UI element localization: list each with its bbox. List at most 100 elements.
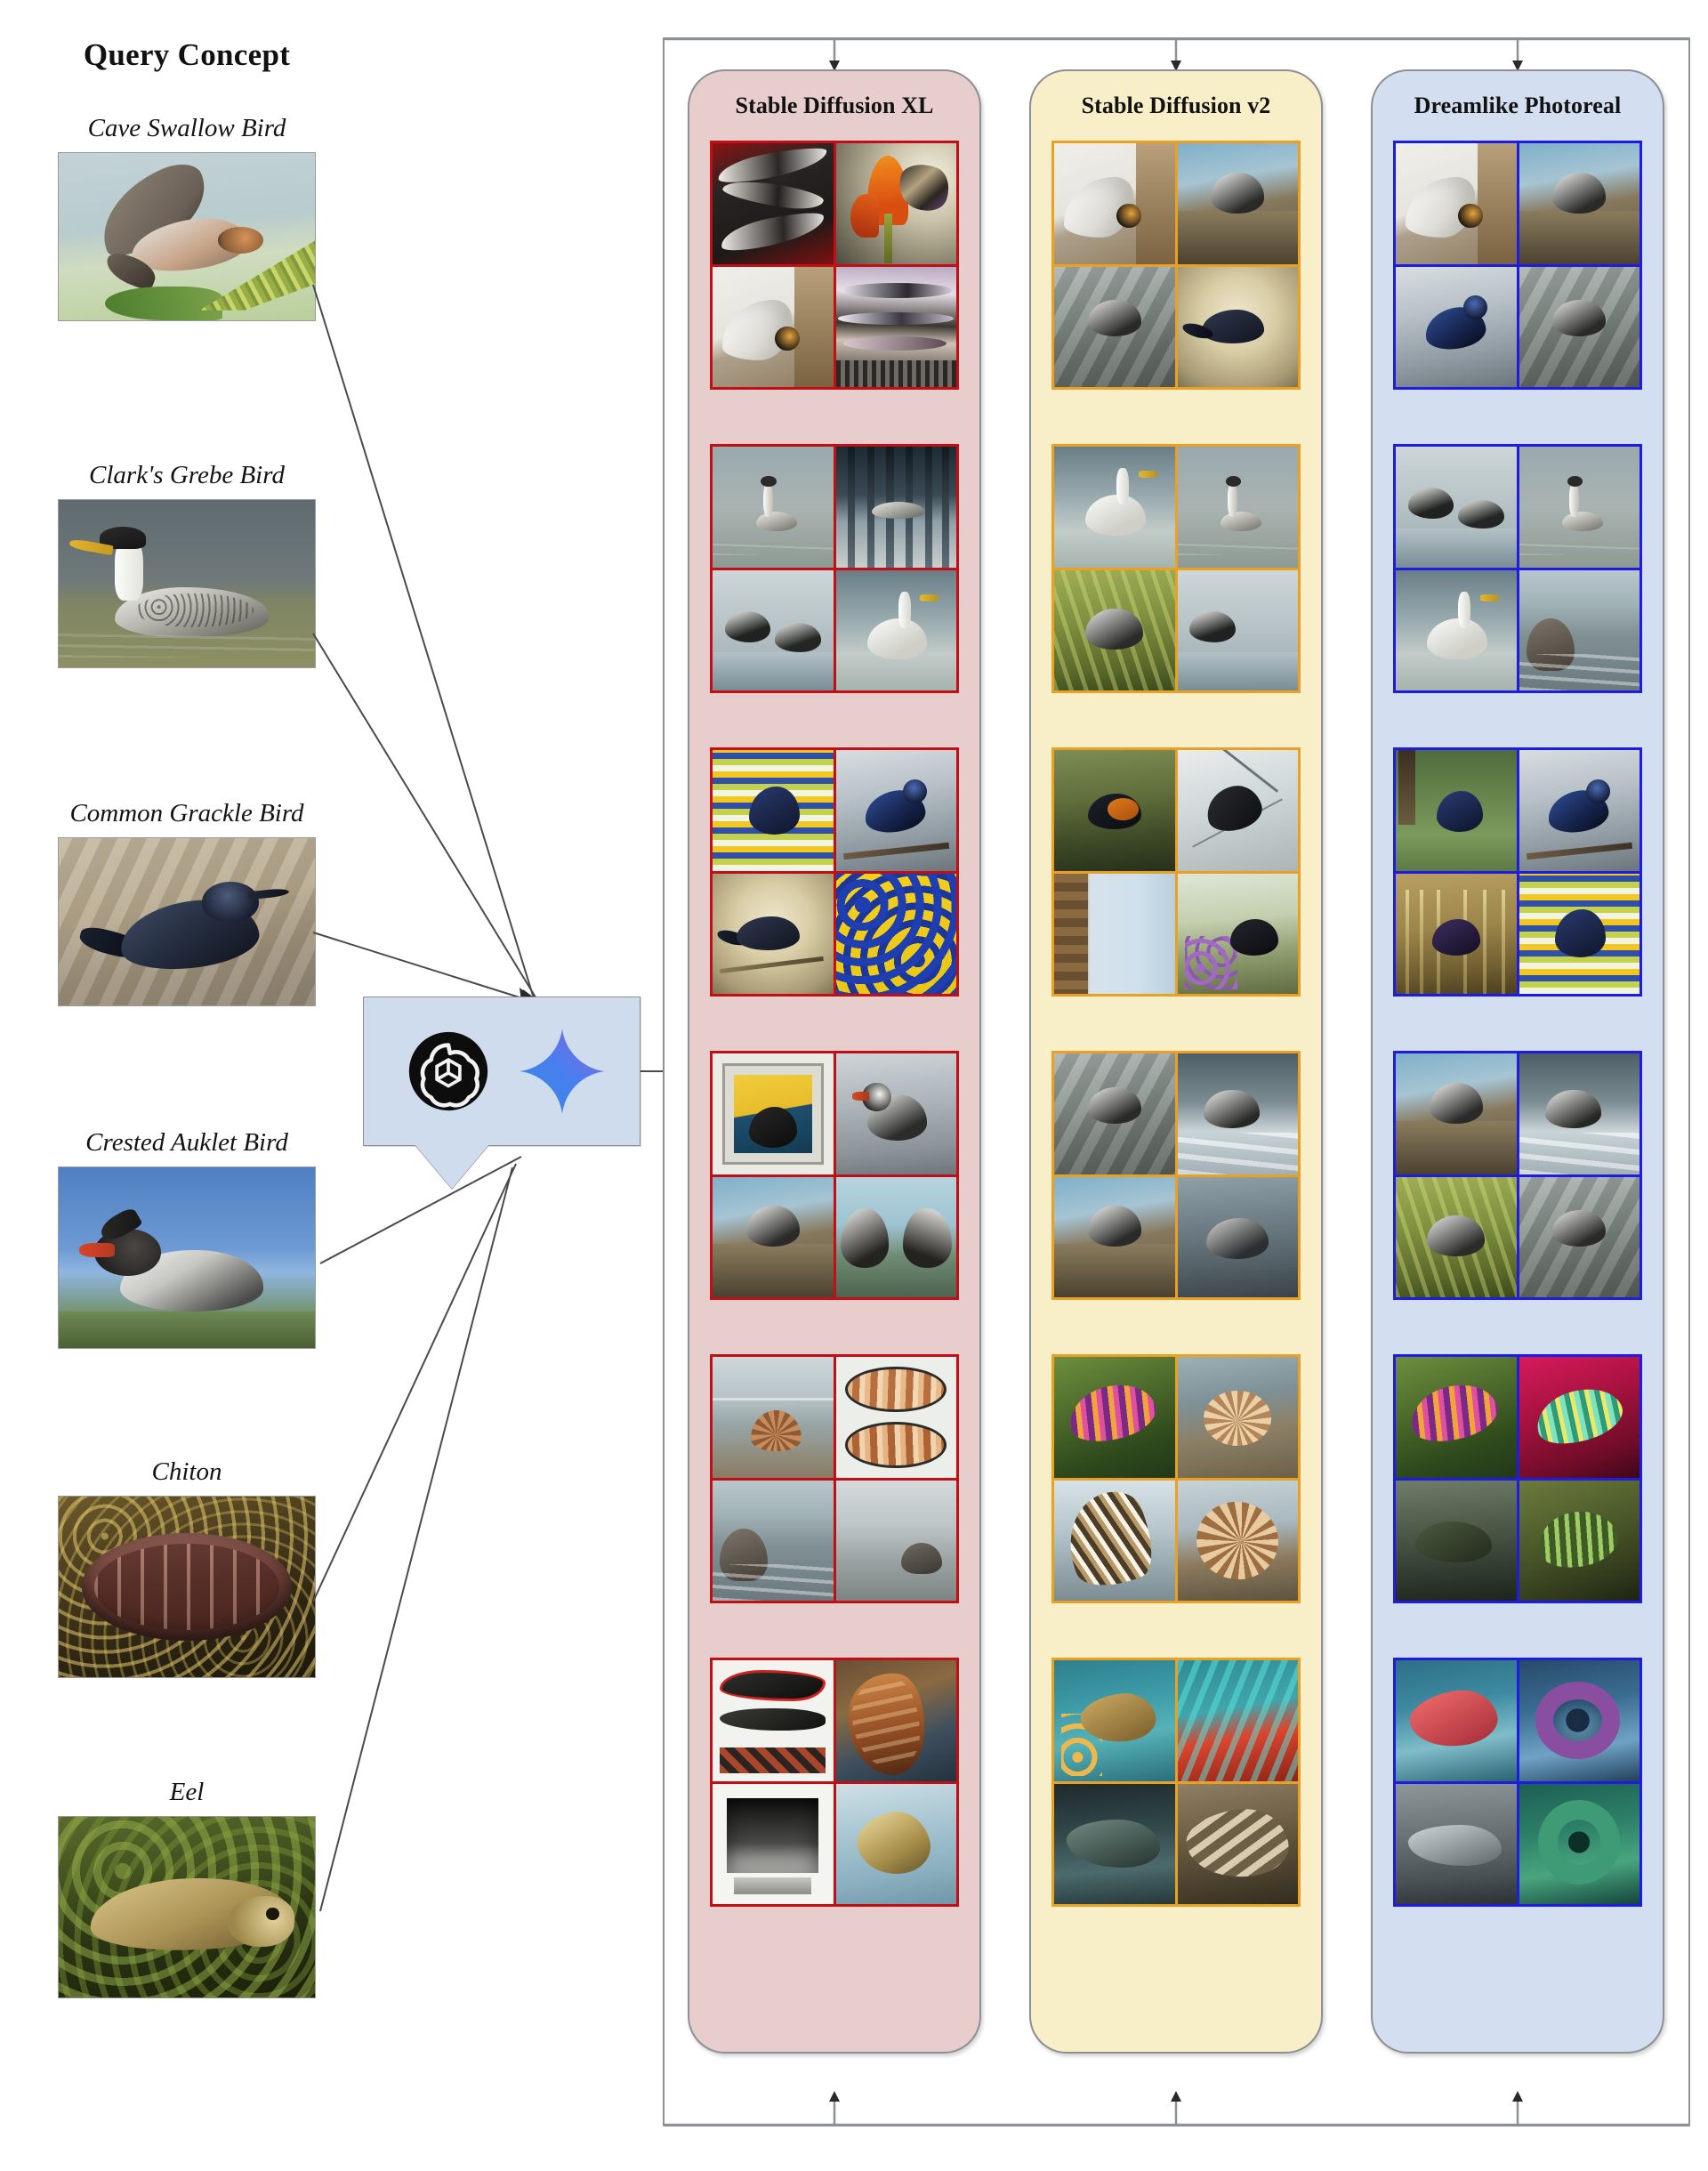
image-grid-cave-swallow[interactable] bbox=[1051, 141, 1301, 390]
generated-image-cell[interactable] bbox=[1177, 1053, 1298, 1174]
generated-image-cell[interactable] bbox=[713, 1357, 834, 1478]
generated-image-cell[interactable] bbox=[1519, 266, 1640, 387]
generated-image-cell[interactable] bbox=[713, 1053, 834, 1174]
image-grid-cave-swallow[interactable] bbox=[710, 141, 959, 390]
generated-image-cell[interactable] bbox=[713, 1783, 834, 1904]
generated-image-cell[interactable] bbox=[1396, 266, 1517, 387]
generated-image-cell[interactable] bbox=[713, 569, 834, 690]
generated-image-cell[interactable] bbox=[713, 447, 834, 568]
image-grid-common-grackle[interactable] bbox=[1393, 747, 1642, 997]
generated-image-cell[interactable] bbox=[1177, 873, 1298, 994]
generated-image-cell[interactable] bbox=[713, 750, 834, 871]
generated-image-cell[interactable] bbox=[1396, 1053, 1517, 1174]
generated-image-cell[interactable] bbox=[1519, 1053, 1640, 1174]
generated-image-cell[interactable] bbox=[1054, 1176, 1175, 1297]
generated-image-cell[interactable] bbox=[1054, 1053, 1175, 1174]
generated-image-cell[interactable] bbox=[835, 143, 956, 264]
generated-image-cell[interactable] bbox=[835, 266, 956, 387]
generated-image-cell[interactable] bbox=[1054, 447, 1175, 568]
generated-image-cell[interactable] bbox=[1396, 143, 1517, 264]
generated-image-cell[interactable] bbox=[1396, 447, 1517, 568]
generated-image-cell[interactable] bbox=[1396, 873, 1517, 994]
generated-image-cell[interactable] bbox=[1519, 750, 1640, 871]
image-grid-chiton[interactable] bbox=[1393, 1354, 1642, 1603]
generated-image-cell[interactable] bbox=[835, 1480, 956, 1601]
query-item-chiton: Chiton bbox=[0, 1457, 374, 1678]
generated-image-cell[interactable] bbox=[1054, 1783, 1175, 1904]
model-panel-stable-diffusion-xl[interactable]: Stable Diffusion XL bbox=[688, 69, 981, 2054]
generated-image-cell[interactable] bbox=[1177, 1176, 1298, 1297]
llm-bubble-tail bbox=[415, 1144, 489, 1189]
generated-image-cell[interactable] bbox=[1054, 1357, 1175, 1478]
generated-image-cell[interactable] bbox=[1519, 143, 1640, 264]
generated-image-cell[interactable] bbox=[1054, 750, 1175, 871]
generated-image-cell[interactable] bbox=[713, 1660, 834, 1781]
image-grid-chiton[interactable] bbox=[1051, 1354, 1301, 1603]
panel-image-grids bbox=[1031, 128, 1321, 2052]
llm-node[interactable] bbox=[363, 997, 640, 1189]
generated-image-cell[interactable] bbox=[713, 266, 834, 387]
generated-image-cell[interactable] bbox=[1054, 1660, 1175, 1781]
model-panel-dreamlike-photoreal[interactable]: Dreamlike Photoreal bbox=[1371, 69, 1664, 2054]
generated-image-cell[interactable] bbox=[1054, 143, 1175, 264]
generated-image-cell[interactable] bbox=[713, 1480, 834, 1601]
generated-image-cell[interactable] bbox=[835, 569, 956, 690]
image-grid-eel[interactable] bbox=[1393, 1658, 1642, 1907]
generated-image-cell[interactable] bbox=[1177, 143, 1298, 264]
generated-image-cell[interactable] bbox=[713, 143, 834, 264]
generated-image-cell[interactable] bbox=[835, 1660, 956, 1781]
image-grid-common-grackle[interactable] bbox=[1051, 747, 1301, 997]
models-bracket-frame bbox=[663, 37, 1690, 2127]
generated-image-cell[interactable] bbox=[1177, 569, 1298, 690]
image-grid-eel[interactable] bbox=[1051, 1658, 1301, 1907]
generated-image-cell[interactable] bbox=[1054, 1480, 1175, 1601]
query-item-clarks-grebe: Clark's Grebe Bird bbox=[0, 461, 374, 668]
generated-image-cell[interactable] bbox=[835, 1053, 956, 1174]
generated-image-cell[interactable] bbox=[1396, 1480, 1517, 1601]
generated-image-cell[interactable] bbox=[835, 1783, 956, 1904]
generated-image-cell[interactable] bbox=[1396, 750, 1517, 871]
generated-image-cell[interactable] bbox=[1519, 873, 1640, 994]
generated-image-cell[interactable] bbox=[1177, 750, 1298, 871]
generated-image-cell[interactable] bbox=[1054, 873, 1175, 994]
generated-image-cell[interactable] bbox=[1177, 1660, 1298, 1781]
image-grid-crested-auklet[interactable] bbox=[710, 1051, 959, 1300]
generated-image-cell[interactable] bbox=[713, 1176, 834, 1297]
generated-image-cell[interactable] bbox=[1054, 569, 1175, 690]
image-grid-chiton[interactable] bbox=[710, 1354, 959, 1603]
generated-image-cell[interactable] bbox=[1054, 266, 1175, 387]
generated-image-cell[interactable] bbox=[1519, 1660, 1640, 1781]
image-grid-crested-auklet[interactable] bbox=[1051, 1051, 1301, 1300]
generated-image-cell[interactable] bbox=[835, 1176, 956, 1297]
generated-image-cell[interactable] bbox=[1396, 569, 1517, 690]
panel-title-dreamlike-photoreal: Dreamlike Photoreal bbox=[1414, 93, 1622, 118]
generated-image-cell[interactable] bbox=[1519, 1357, 1640, 1478]
image-grid-eel[interactable] bbox=[710, 1658, 959, 1907]
image-grid-crested-auklet[interactable] bbox=[1393, 1051, 1642, 1300]
generated-image-cell[interactable] bbox=[1177, 447, 1298, 568]
generated-image-cell[interactable] bbox=[1396, 1660, 1517, 1781]
generated-image-cell[interactable] bbox=[835, 1357, 956, 1478]
image-grid-clarks-grebe[interactable] bbox=[1051, 444, 1301, 693]
image-grid-cave-swallow[interactable] bbox=[1393, 141, 1642, 390]
generated-image-cell[interactable] bbox=[1519, 1176, 1640, 1297]
image-grid-clarks-grebe[interactable] bbox=[1393, 444, 1642, 693]
generated-image-cell[interactable] bbox=[1396, 1357, 1517, 1478]
generated-image-cell[interactable] bbox=[835, 447, 956, 568]
generated-image-cell[interactable] bbox=[1177, 1357, 1298, 1478]
generated-image-cell[interactable] bbox=[1396, 1176, 1517, 1297]
generated-image-cell[interactable] bbox=[1177, 1783, 1298, 1904]
image-grid-common-grackle[interactable] bbox=[710, 747, 959, 997]
generated-image-cell[interactable] bbox=[1519, 1783, 1640, 1904]
generated-image-cell[interactable] bbox=[1519, 447, 1640, 568]
generated-image-cell[interactable] bbox=[1519, 1480, 1640, 1601]
generated-image-cell[interactable] bbox=[1519, 569, 1640, 690]
generated-image-cell[interactable] bbox=[1177, 266, 1298, 387]
generated-image-cell[interactable] bbox=[835, 750, 956, 871]
generated-image-cell[interactable] bbox=[1177, 1480, 1298, 1601]
generated-image-cell[interactable] bbox=[1396, 1783, 1517, 1904]
image-grid-clarks-grebe[interactable] bbox=[710, 444, 959, 693]
model-panel-stable-diffusion-v2[interactable]: Stable Diffusion v2 bbox=[1029, 69, 1323, 2054]
generated-image-cell[interactable] bbox=[713, 873, 834, 994]
generated-image-cell[interactable] bbox=[835, 873, 956, 994]
